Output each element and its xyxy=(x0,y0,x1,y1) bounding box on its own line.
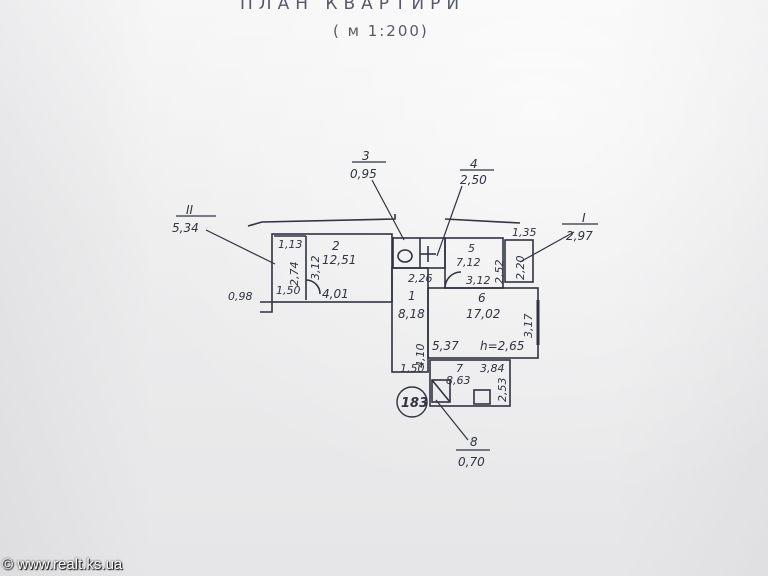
dim-2-74: 2,74 xyxy=(288,262,301,287)
dim-4-10: 4,10 xyxy=(414,344,427,369)
callout-ii-number: II xyxy=(186,203,194,217)
callout-8-number: 8 xyxy=(470,435,478,449)
room-7-area: 8,63 xyxy=(446,374,471,387)
callout-4-value: 2,50 xyxy=(460,173,487,187)
dim-0-98: 0,98 xyxy=(228,290,253,303)
callout-i-number: I xyxy=(582,211,586,225)
callout-3-number: 3 xyxy=(362,149,370,163)
ceiling-height: h=2,65 xyxy=(480,339,524,353)
dim-1-35: 1,35 xyxy=(512,226,537,239)
room-2-number: 2 xyxy=(332,239,340,253)
room-6-number: 6 xyxy=(478,291,486,305)
callout-4-number: 4 xyxy=(470,157,478,171)
dim-3-12-left: 3,12 xyxy=(309,256,322,281)
room-1-number: 1 xyxy=(408,289,416,303)
document-title: ПЛАН КВАРТИРИ xyxy=(240,0,466,14)
dim-2-20: 2,20 xyxy=(514,256,527,281)
room-1-area: 8,18 xyxy=(398,307,425,321)
callout-8-value: 0,70 xyxy=(458,455,485,469)
dim-3-12-right: 3,12 xyxy=(466,274,491,287)
callout-i-value: 2,97 xyxy=(566,229,593,243)
dim-1-13: 1,13 xyxy=(278,238,303,251)
room-5-area: 7,12 xyxy=(456,256,481,269)
room-5-number: 5 xyxy=(468,242,475,255)
room-6-area: 17,02 xyxy=(466,307,500,321)
dim-2-53: 2,53 xyxy=(496,378,509,403)
watermark: © www.realt.ks.ua xyxy=(2,556,123,573)
stamp-number: 183 xyxy=(401,396,428,411)
dim-2-52: 2,52 xyxy=(493,260,506,285)
callout-3-value: 0,95 xyxy=(350,167,377,181)
scale-label: ( м 1:200) xyxy=(333,22,429,40)
room-7-number: 7 xyxy=(456,362,463,375)
dim-1-50-bottom: 1,50 xyxy=(400,362,425,375)
dim-3-17: 3,17 xyxy=(522,314,535,339)
dim-1-50-left: 1,50 xyxy=(276,284,301,297)
dim-2-26: 2,26 xyxy=(408,272,433,285)
dim-3-84: 3,84 xyxy=(480,362,505,375)
plan-walls xyxy=(176,161,598,451)
dim-5-37: 5,37 xyxy=(432,339,459,353)
dim-4-01: 4,01 xyxy=(322,287,349,301)
callout-ii-value: 5,34 xyxy=(172,221,199,235)
room-2-area: 12,51 xyxy=(322,253,356,267)
